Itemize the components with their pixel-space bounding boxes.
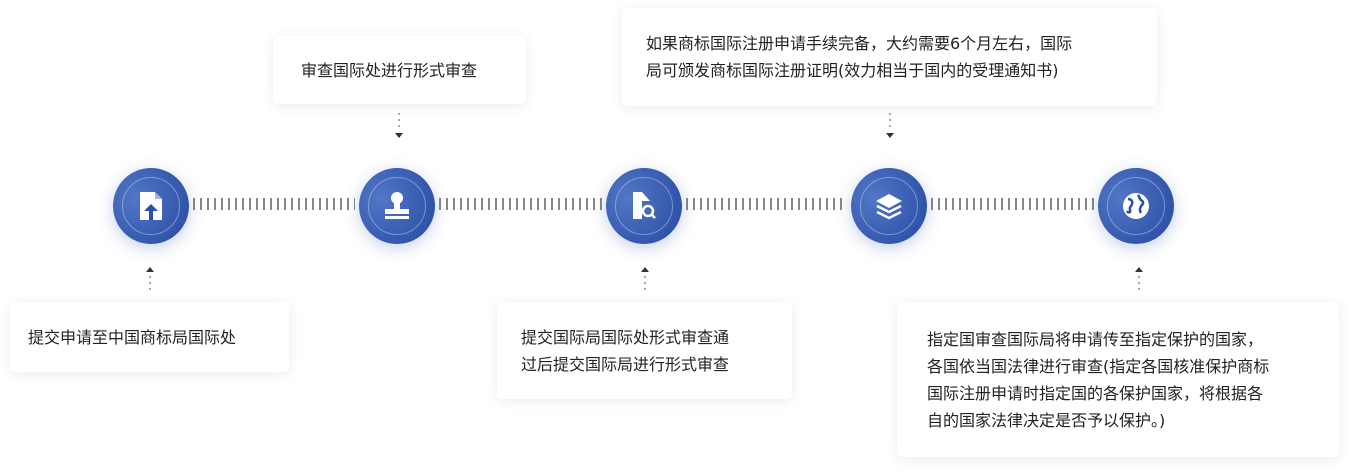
step-5-node — [1098, 168, 1174, 244]
arrow-down-icon — [395, 113, 403, 138]
step-4-description: 如果商标国际注册申请手续完备，大约需要6个月左右，国际 局可颁发商标国际注册证明… — [622, 8, 1157, 106]
timeline-connector — [686, 198, 847, 210]
description-line: 指定国审查国际局将申请传至指定保护的国家， — [927, 329, 1264, 349]
description-line: 提交国际局国际处形式审查通 — [521, 327, 730, 347]
arrow-down-icon — [886, 113, 894, 138]
step-3-description: 提交国际局国际处形式审查通 过后提交国际局进行形式审查 — [497, 302, 792, 399]
description-line: 过后提交国际局进行形式审查 — [521, 354, 730, 374]
timeline-connector — [931, 198, 1094, 210]
timeline-connector — [193, 198, 355, 210]
step-5-description: 指定国审查国际局将申请传至指定保护的国家， 各国依当国法律进行审查(指定各国核准… — [897, 302, 1339, 457]
description-line: 审查国际处进行形式审查 — [301, 60, 478, 80]
step-2-node — [359, 168, 435, 244]
stamp-icon — [385, 192, 409, 219]
arrow-up-icon — [641, 267, 649, 292]
arrow-up-icon — [1135, 267, 1143, 292]
step-2-description: 审查国际处进行形式审查 — [273, 36, 526, 104]
file-upload-icon — [140, 192, 162, 220]
step-4-node — [851, 168, 927, 244]
description-line: 自的国家法律决定是否予以保护。) — [927, 410, 1166, 430]
file-search-icon — [633, 192, 656, 219]
timeline-connector — [439, 198, 602, 210]
step-1-node — [113, 168, 189, 244]
description-line: 提交申请至中国商标局国际处 — [28, 327, 237, 347]
description-line: 局可颁发商标国际注册证明(效力相当于国内的受理通知书) — [646, 61, 1059, 80]
description-line: 各国依当国法律进行审查(指定各国核准保护商标 — [927, 356, 1270, 376]
description-line: 如果商标国际注册申请手续完备，大约需要6个月左右，国际 — [646, 34, 1073, 53]
globe-icon — [1123, 193, 1149, 219]
step-3-node — [606, 168, 682, 244]
step-1-description: 提交申请至中国商标局国际处 — [10, 302, 289, 372]
layers-icon — [876, 194, 902, 220]
description-line: 国际注册申请时指定国的各保护国家，将根据各 — [927, 383, 1264, 403]
arrow-up-icon — [146, 267, 154, 292]
